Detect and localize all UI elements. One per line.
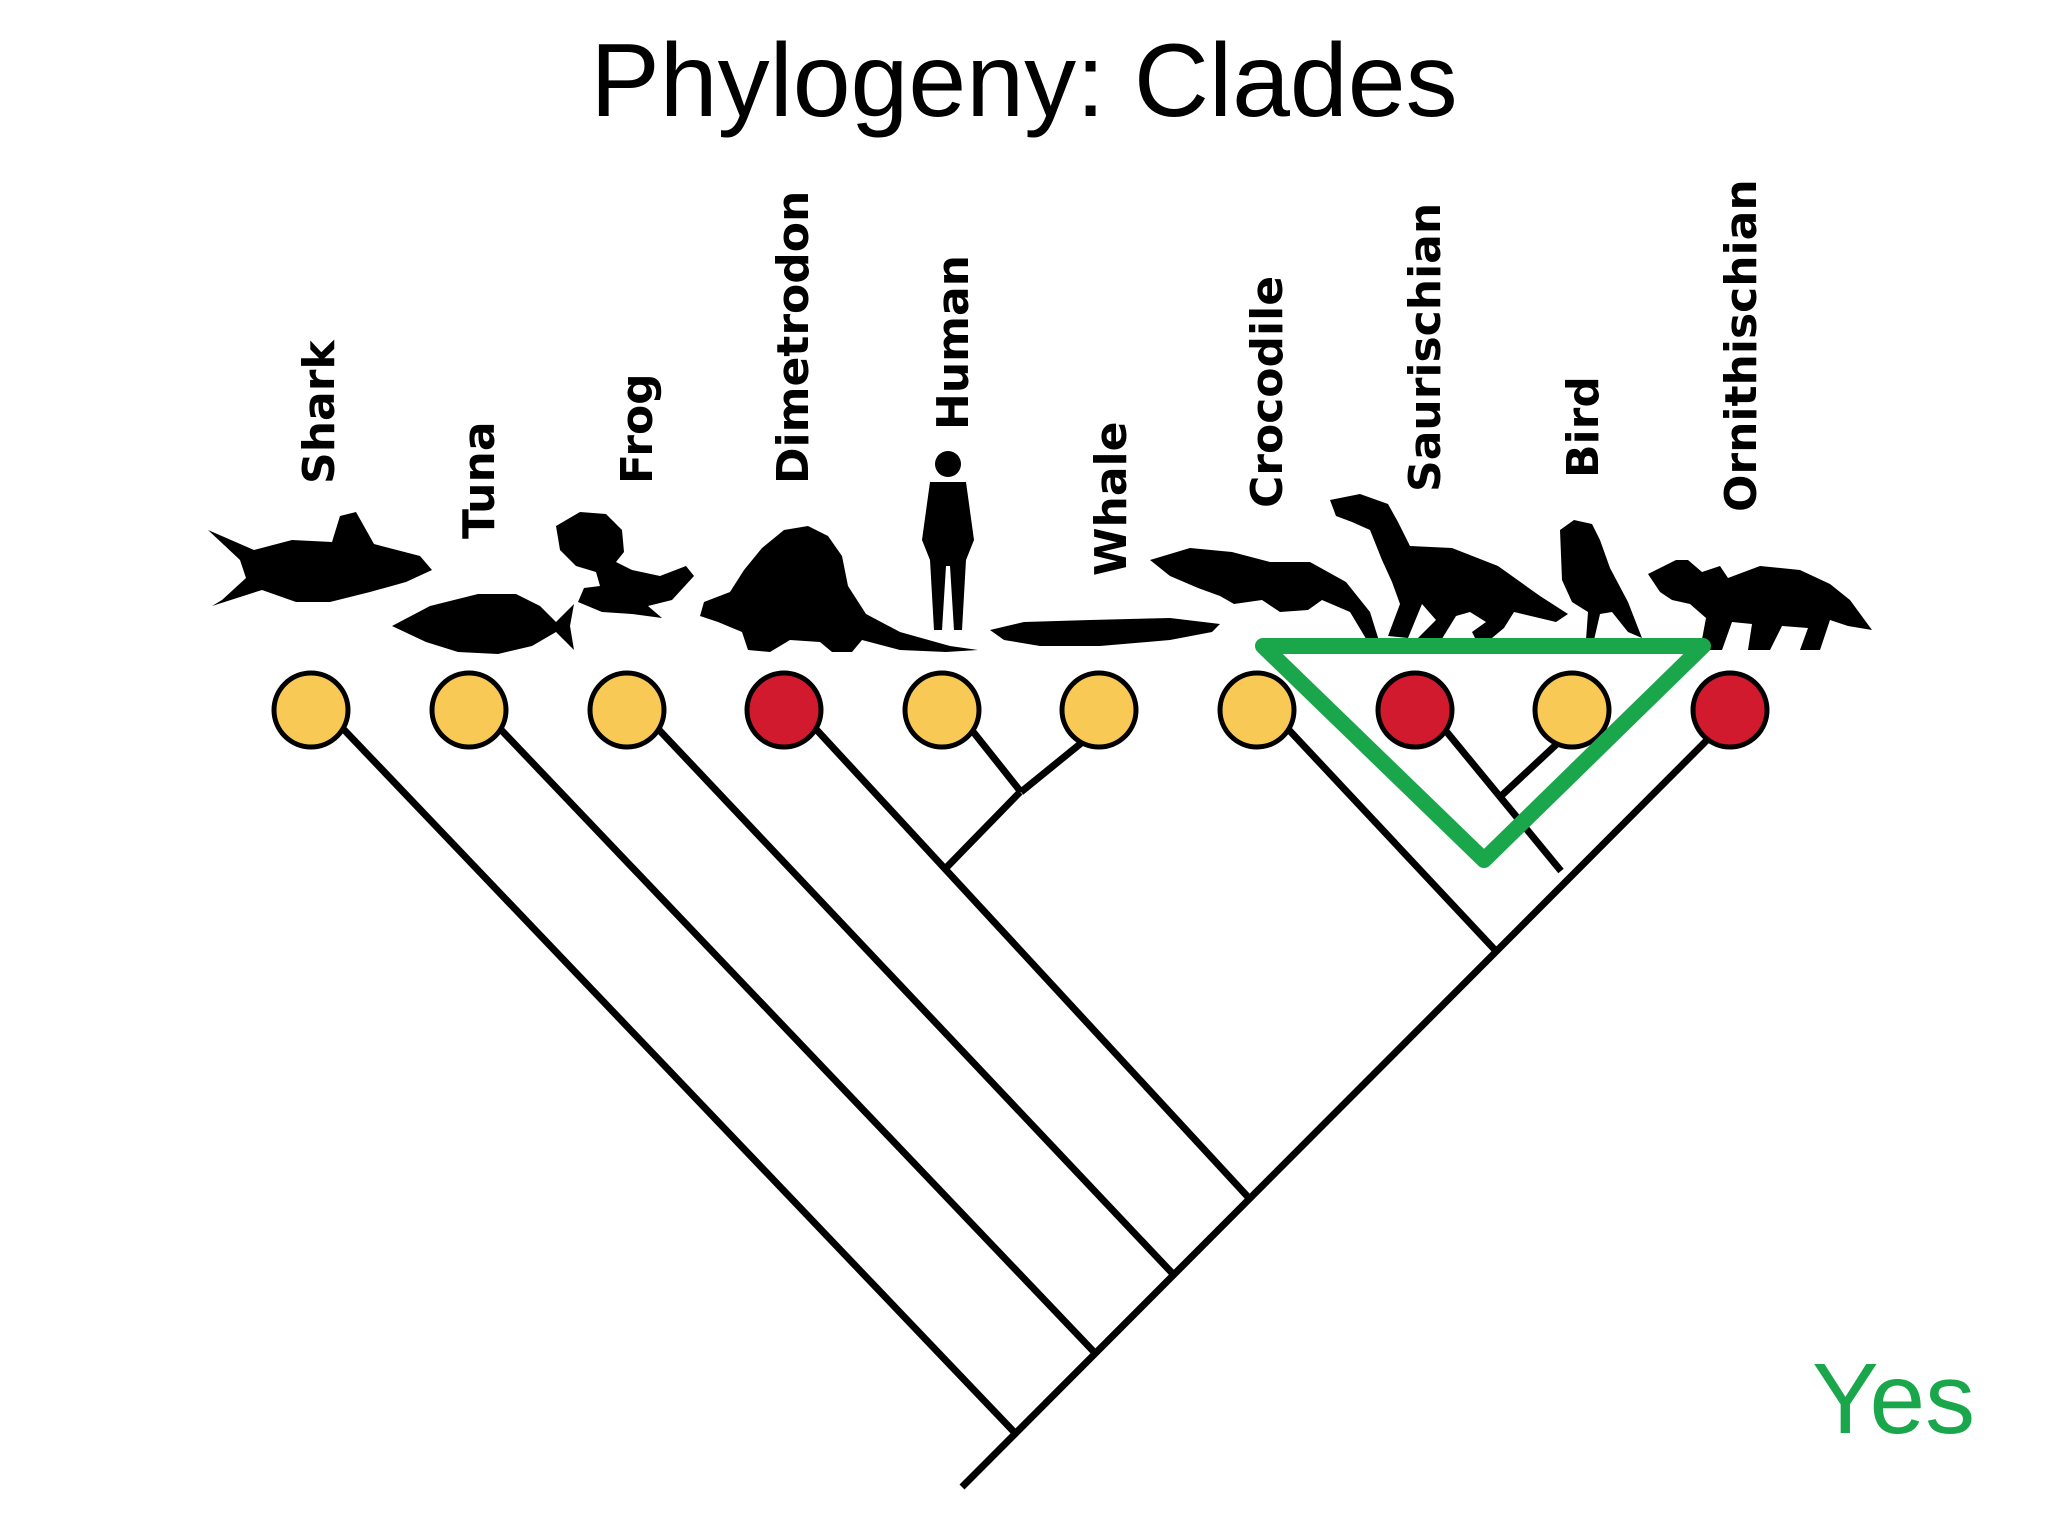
- taxon-label-dimetrodon: Dimetrodon: [768, 191, 819, 484]
- branch-saurischian: [1429, 711, 1564, 874]
- node-crocodile: [1217, 670, 1297, 750]
- clade-highlight-triangle: [1255, 638, 1711, 868]
- tree-branches: [326, 711, 1736, 1490]
- taxon-label-saurischian: Saurischian: [1400, 203, 1451, 492]
- taxa-silhouettes: [208, 451, 1872, 654]
- node-saurischian: [1375, 670, 1455, 750]
- node-dimetrodon: [744, 670, 824, 750]
- taxon-label-frog: Frog: [612, 373, 663, 484]
- branch-crocodile: [1271, 711, 1498, 953]
- bird-silhouette-icon: [1560, 520, 1642, 640]
- node-human: [902, 670, 982, 750]
- frog-silhouette-icon: [556, 512, 694, 618]
- node-ornithischian: [1690, 670, 1770, 750]
- branch-human-whale-stem: [942, 789, 1023, 872]
- branch-tuna: [483, 711, 1098, 1356]
- dimetrodon-silhouette-icon: [700, 526, 978, 652]
- node-bird: [1532, 670, 1612, 750]
- crocodile-silhouette-icon: [1150, 548, 1380, 644]
- node-shark: [271, 670, 351, 750]
- taxon-label-tuna: Tuna: [454, 421, 505, 539]
- taxa-labels: Shark Tuna Frog Dimetrodon Human Whale C…: [294, 179, 1767, 576]
- branch-trunk: [959, 711, 1736, 1490]
- whale-silhouette-icon: [990, 618, 1220, 646]
- tuna-silhouette-icon: [392, 594, 574, 654]
- taxon-label-ornithischian: Ornithischian: [1716, 179, 1767, 512]
- branch-frog: [641, 711, 1176, 1277]
- taxon-label-crocodile: Crocodile: [1242, 276, 1293, 508]
- saurischian-silhouette-icon: [1330, 494, 1568, 642]
- branch-synapsid-stem: [799, 711, 1251, 1200]
- taxa-nodes: [271, 670, 1770, 750]
- answer-text: Yes: [1812, 1343, 1976, 1455]
- taxon-label-shark: Shark: [294, 339, 345, 484]
- branch-shark: [326, 711, 1018, 1436]
- shark-silhouette-icon: [208, 512, 432, 606]
- taxon-label-whale: Whale: [1086, 422, 1137, 576]
- node-tuna: [429, 670, 509, 750]
- human-silhouette-icon: [922, 451, 974, 630]
- taxon-label-human: Human: [928, 255, 979, 430]
- slide-title: Phylogeny: Clades: [590, 23, 1458, 139]
- taxon-label-bird: Bird: [1558, 376, 1609, 478]
- node-frog: [587, 670, 667, 750]
- node-whale: [1059, 670, 1139, 750]
- ornithischian-silhouette-icon: [1648, 560, 1872, 650]
